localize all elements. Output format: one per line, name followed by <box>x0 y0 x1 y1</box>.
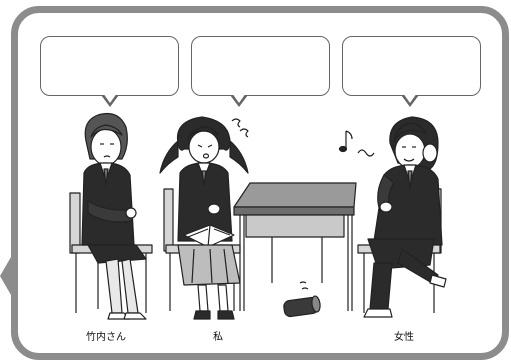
character-takeuchi <box>81 112 147 320</box>
illustration-panel: 竹内さん 私 女性 <box>11 6 509 360</box>
sweat-mark-icon <box>231 118 241 128</box>
classroom-scene <box>69 112 447 320</box>
character-name-watashi: 私 <box>213 332 223 343</box>
rolling-can-icon <box>283 281 321 318</box>
speech-bubble-watashi[interactable] <box>191 36 330 107</box>
character-watashi <box>159 116 249 320</box>
character-name-takeuchi: 竹内さん <box>86 332 126 343</box>
speech-bubble-takeuchi[interactable] <box>40 36 179 107</box>
desk <box>233 182 357 311</box>
character-josei <box>338 116 447 318</box>
character-name-josei: 女性 <box>394 332 414 343</box>
speech-bubble-josei[interactable] <box>342 36 481 107</box>
